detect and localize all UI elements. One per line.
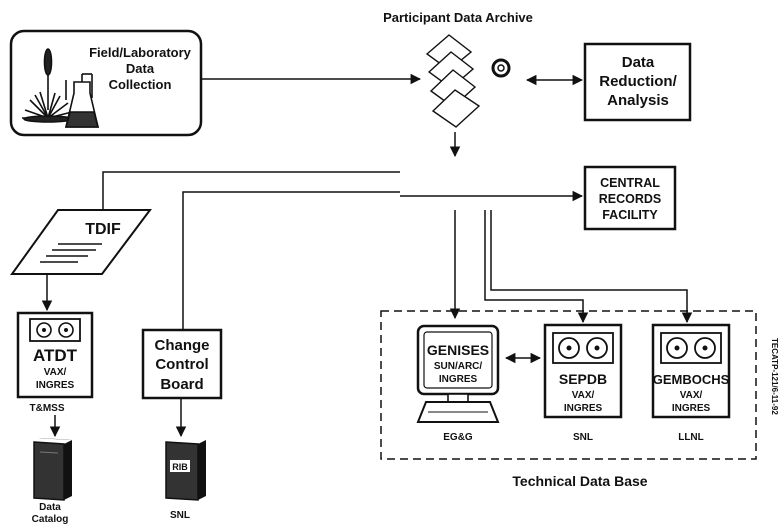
data-catalog-binder-icon — [33, 438, 72, 501]
genises-line2: INGRES — [439, 374, 478, 385]
gembochs-tape-icon — [660, 332, 722, 364]
genises-owner: EG&G — [443, 432, 473, 443]
genises-workstation: GENISES SUN/ARC/ INGRES — [416, 324, 500, 423]
data-reduction-line1: Data — [622, 54, 655, 71]
tdif-label: TDIF — [85, 221, 121, 238]
sepdb-tape-icon — [552, 332, 614, 364]
ccb-line2: Control — [155, 356, 208, 373]
ccb-line3: Board — [160, 376, 203, 393]
plant-icon — [22, 48, 74, 123]
atdt-box: ATDT VAX/ INGRES — [16, 311, 94, 399]
sepdb-line1: VAX/ — [572, 390, 595, 401]
atdt-line2: INGRES — [36, 380, 75, 391]
flask-icon — [64, 73, 100, 128]
genises-name: GENISES — [427, 342, 489, 358]
data-catalog-line1: Data — [39, 502, 61, 513]
tdif-text-lines — [40, 243, 102, 263]
field-lab-line2: Data — [126, 61, 155, 76]
change-control-board-box: Change Control Board — [141, 328, 223, 400]
field-lab-box: Field/Laboratory Data Collection — [9, 29, 203, 137]
data-catalog-line2: Catalog — [32, 514, 69, 525]
rib-owner: SNL — [170, 510, 190, 521]
atdt-name: ATDT — [33, 346, 78, 365]
technical-data-base-title: Technical Data Base — [512, 473, 647, 489]
rib-label: RIB — [172, 462, 188, 472]
sepdb-name: SEPDB — [559, 371, 607, 387]
data-reduction-line2: Reduction/ — [599, 73, 677, 90]
document-stack-icon — [425, 34, 481, 128]
gembochs-line1: VAX/ — [680, 390, 703, 401]
central-records-line2: RECORDS — [599, 192, 662, 206]
sepdb-box: SEPDB VAX/ INGRES — [543, 323, 623, 419]
ccb-line1: Change — [154, 337, 209, 354]
atdt-owner: T&MSS — [30, 403, 65, 414]
gembochs-owner: LLNL — [678, 432, 704, 443]
gembochs-box: GEMBOCHS VAX/ INGRES — [651, 323, 731, 419]
side-code: TECATP-121/6-11-92 — [770, 338, 779, 415]
technical-data-base-region — [380, 310, 757, 460]
field-lab-line1: Field/Laboratory — [89, 45, 192, 60]
distribution-lines — [102, 171, 693, 330]
sepdb-line2: INGRES — [564, 403, 603, 414]
gembochs-name: GEMBOCHS — [653, 372, 730, 387]
data-reduction-line3: Analysis — [607, 92, 669, 109]
central-records-line1: CENTRAL — [600, 176, 660, 190]
central-records-line3: FACILITY — [602, 208, 658, 222]
data-reduction-box: Data Reduction/ Analysis — [583, 42, 692, 122]
sepdb-owner: SNL — [573, 432, 593, 443]
central-records-box: CENTRAL RECORDS FACILITY — [583, 165, 677, 231]
archive-title: Participant Data Archive — [383, 10, 533, 25]
genises-line1: SUN/ARC/ — [434, 361, 483, 372]
atdt-tape-icon — [29, 318, 81, 342]
tape-reel-icon — [491, 58, 511, 78]
field-lab-line3: Collection — [109, 77, 172, 92]
tdif-document: TDIF — [10, 209, 152, 275]
gembochs-line2: INGRES — [672, 403, 711, 414]
atdt-line1: VAX/ — [44, 367, 67, 378]
rib-binder-icon — [165, 440, 206, 501]
